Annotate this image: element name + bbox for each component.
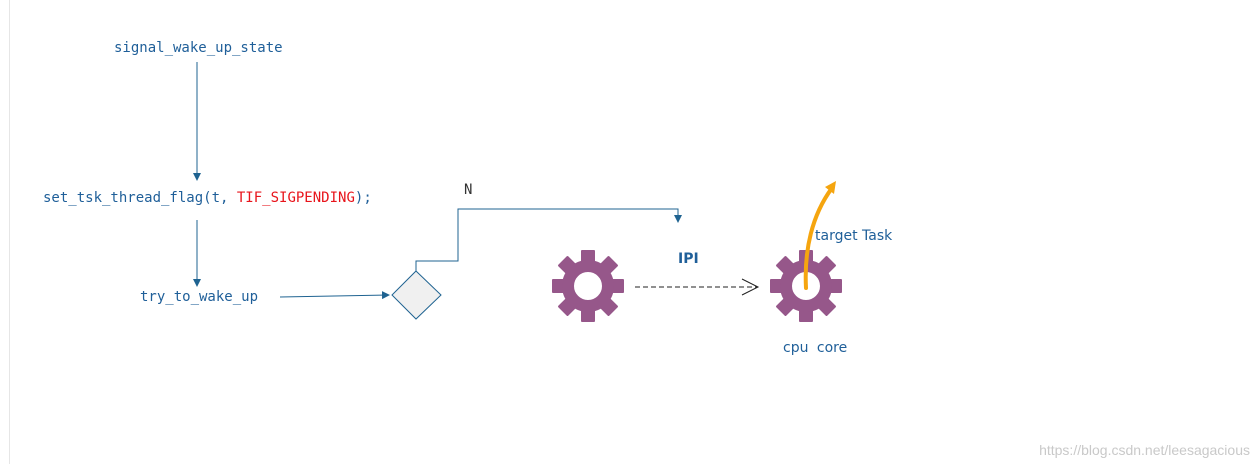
set-flag-prefix: set_tsk_thread_flag(t, [43,190,237,206]
connector-wakeup-to-decision [279,291,390,300]
connector-n-branch [415,208,682,271]
left-margin-rule [9,0,10,464]
set-flag-argument: TIF_SIGPENDING [236,190,355,206]
decision-diamond [391,270,442,320]
ipi-label: IPI [678,251,699,267]
gear-icon [552,250,624,322]
cpu-core-label: cpu core [783,340,848,356]
target-task-arrowhead [825,181,836,194]
branch-label-n: N [464,182,473,198]
target-task-arrow [803,186,834,290]
node-try-to-wake-up: try_to_wake_up [140,289,259,305]
watermark: https://blog.csdn.net/leesagacious [1039,442,1250,458]
target-task-label: target Task [815,228,893,244]
node-signal-wake-up-state: signal_wake_up_state [114,40,283,56]
node-set-tsk-thread-flag: set_tsk_thread_flag(t, TIF_SIGPENDING); [43,189,372,207]
set-flag-suffix: ); [354,190,372,206]
ipi-arrowhead [741,278,760,296]
